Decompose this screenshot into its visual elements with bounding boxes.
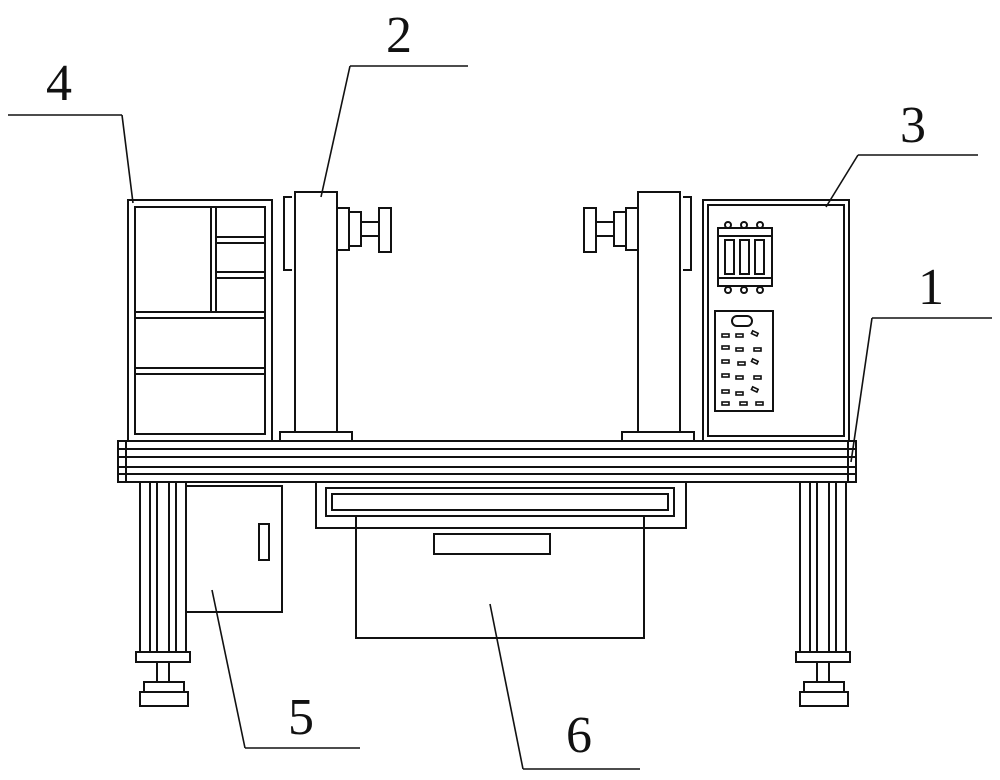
label-table: 1 bbox=[918, 259, 944, 316]
label-cabinet: 4 bbox=[46, 55, 72, 112]
drawer bbox=[315, 482, 687, 639]
storage-cabinet bbox=[127, 199, 273, 442]
label-side-box: 5 bbox=[288, 689, 314, 746]
side-box bbox=[185, 485, 283, 613]
table-top bbox=[117, 440, 857, 483]
label-fixture: 2 bbox=[386, 7, 412, 64]
right-leg bbox=[795, 481, 851, 707]
left-fixture bbox=[279, 191, 392, 442]
label-drawer: 6 bbox=[566, 707, 592, 764]
leader-lines bbox=[8, 65, 992, 770]
right-fixture bbox=[583, 191, 695, 442]
control-box-terminals bbox=[721, 329, 764, 406]
label-control-box: 3 bbox=[900, 97, 926, 154]
left-leg bbox=[135, 481, 191, 707]
control-box-contacts bbox=[724, 221, 764, 294]
